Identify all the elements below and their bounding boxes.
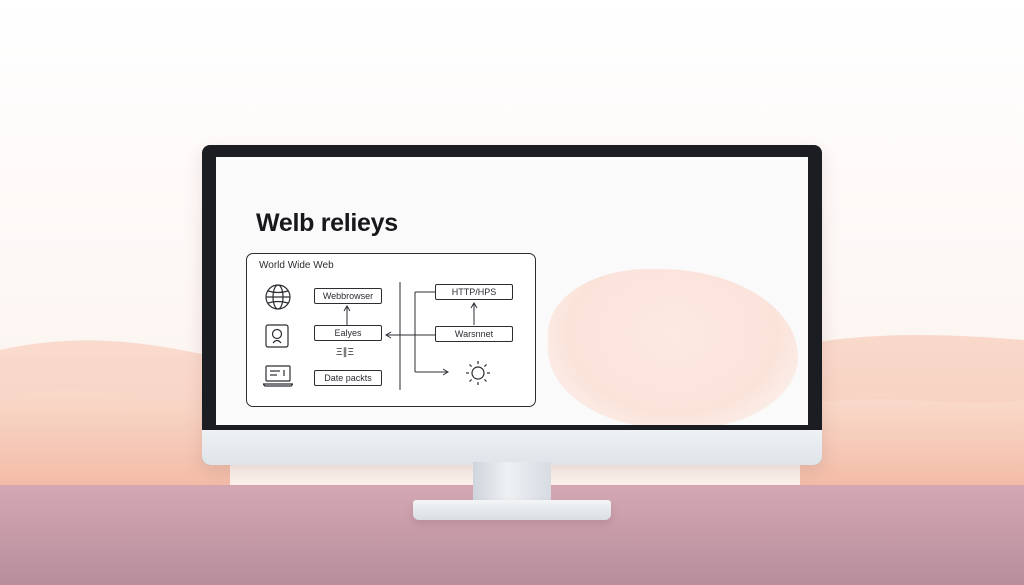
- laptop-icon: [263, 365, 293, 387]
- user-icon: [265, 324, 289, 348]
- node-small-glyph: Ξ∥Ξ: [336, 347, 354, 358]
- arrowhead-browser: [343, 305, 351, 312]
- node-https: HTTP/HPS: [435, 284, 513, 300]
- hill-right-front: [800, 399, 1024, 485]
- node-webbrowser: Webbrowser: [314, 288, 382, 304]
- diagram-connectors: [343, 282, 478, 390]
- diagram-title: World Wide Web: [259, 260, 334, 271]
- node-data-packets: Date packts: [314, 370, 382, 386]
- arrowhead-sun: [442, 368, 449, 376]
- node-warsnnet: Warsnnet: [435, 326, 513, 342]
- arrowhead-ealyes: [385, 331, 392, 339]
- monitor-screen: Welb relieys World Wide Web: [216, 157, 808, 425]
- monitor-stand-neck: [473, 462, 551, 506]
- hill-front-left: [0, 390, 230, 485]
- node-ealyes: Ealyes: [314, 325, 382, 341]
- decorative-blob: [548, 269, 798, 425]
- arrowhead-https: [470, 302, 478, 309]
- monitor-chin: [202, 430, 822, 465]
- web-diagram: World Wide Web: [246, 253, 536, 407]
- monitor-stand-base: [413, 500, 611, 520]
- sun-icon: [466, 361, 490, 385]
- globe-icon: [265, 284, 291, 310]
- page-title: Welb relieys: [256, 209, 398, 237]
